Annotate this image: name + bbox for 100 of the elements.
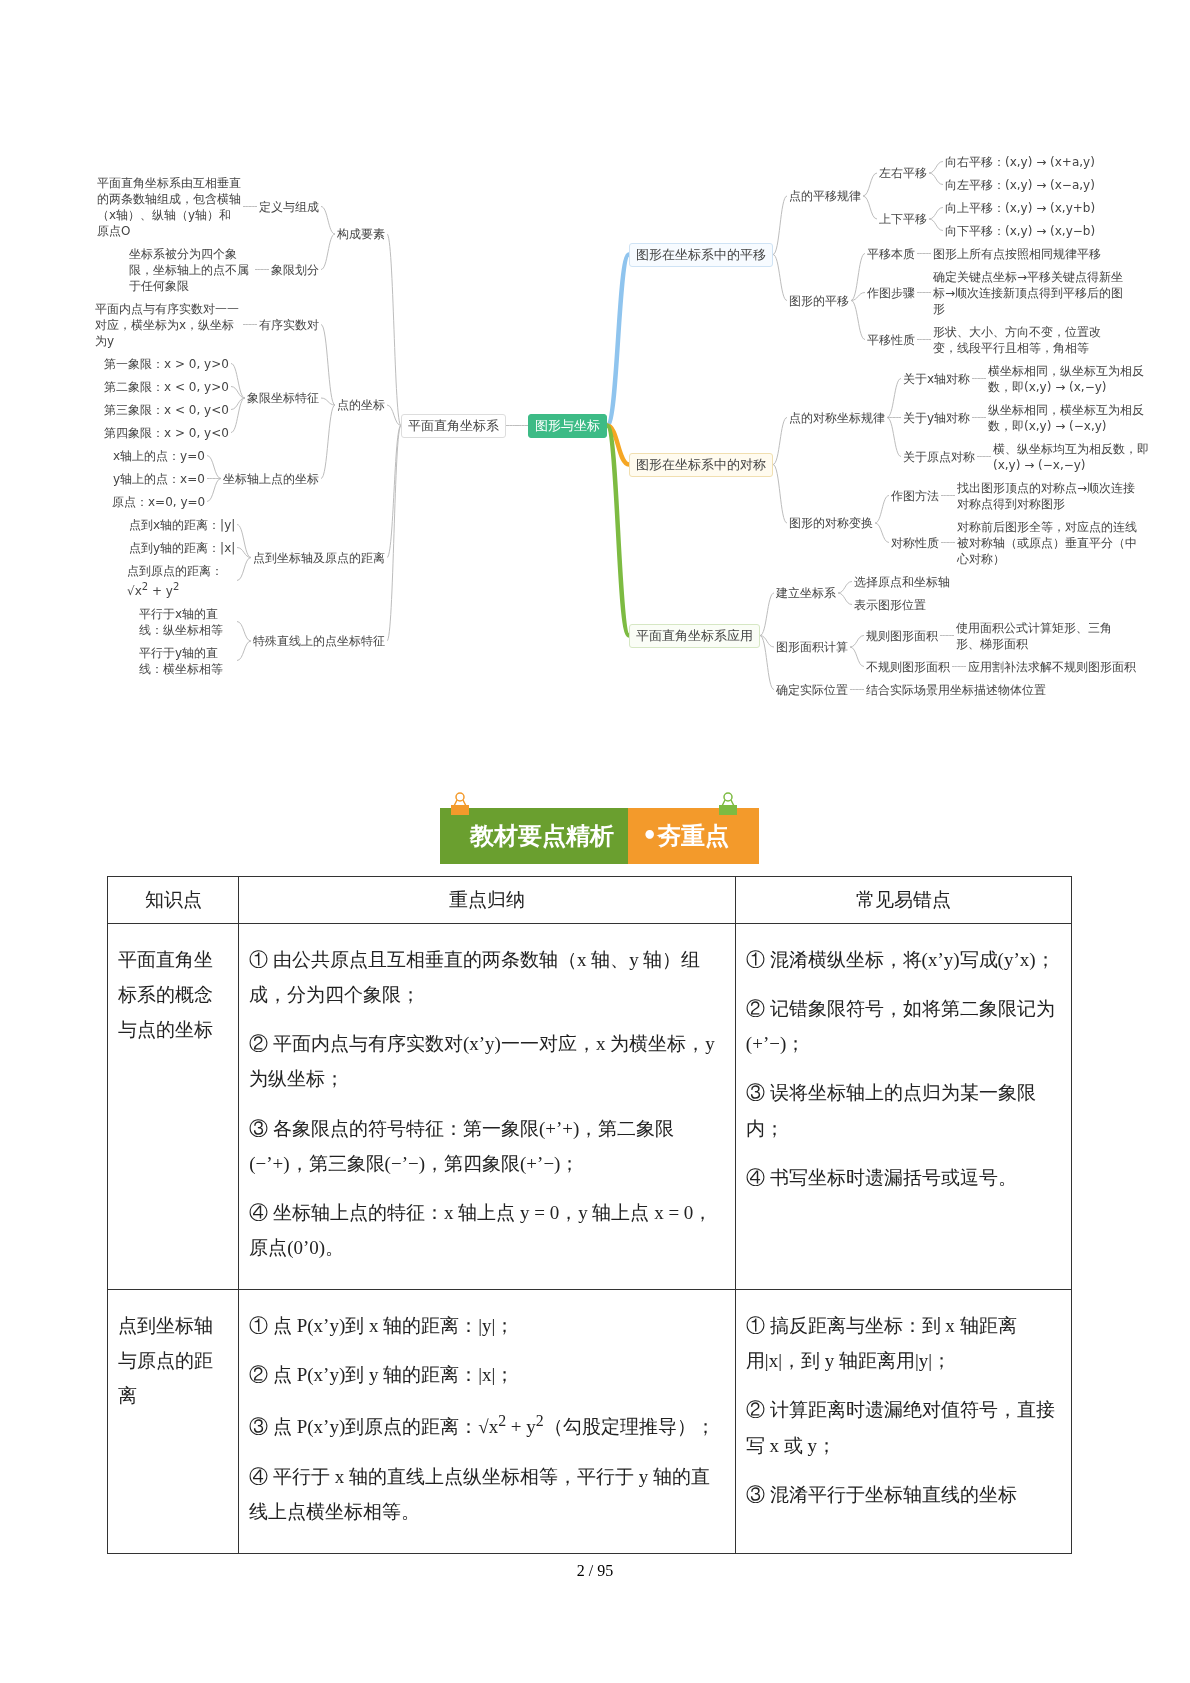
connector-line <box>505 425 529 426</box>
topic-text: 对称前后图形全等，对应点的连线被对称轴（或原点）垂直平分（中心对称） <box>955 517 1145 568</box>
connector-line <box>236 524 252 558</box>
connector-line <box>230 386 246 399</box>
topic-text: 确定实际位置 <box>774 680 850 699</box>
connector-line <box>230 397 246 410</box>
connector-line <box>849 646 865 667</box>
topic-text: 向下平移：(x,y) → (x,y−b) <box>943 221 1098 240</box>
connector-line <box>759 592 775 636</box>
topic-text: 作图方法 <box>889 486 941 505</box>
central-topic: 图形与坐标 <box>528 413 607 438</box>
table-text: ③ 误将坐标轴上的点归为某一象限内； <box>745 1081 1037 1141</box>
topic-text: 点的对称坐标规律 <box>787 408 887 427</box>
column-header: 重点归纳 <box>449 889 525 910</box>
topic-text: 作图步骤 <box>865 283 917 302</box>
connector-line <box>759 635 775 648</box>
branch-topic: 平面直角坐标系应用 <box>629 623 760 648</box>
connector-line <box>862 172 878 197</box>
topic-text: 上下平移 <box>877 210 929 228</box>
connector-line <box>971 378 987 379</box>
connector-line <box>236 621 252 642</box>
topic-text: 向左平移：(x,y) → (x−a,y) <box>943 175 1097 194</box>
topic-text: 象限坐标特征 <box>245 389 321 407</box>
table-text: ① 由公共原点且互相垂直的两条数轴（x 轴、y 轴）组成，分为四个象限； <box>249 948 702 1008</box>
table-text: ③ 各象限点的符号特征：第一象限(+’+)，第二象限(−’+)，第三象限(−’−)，第四象限(+’−)； <box>249 1116 676 1176</box>
topic-text: 第四象限：x > 0, y<0 <box>102 423 231 442</box>
connector-line <box>320 324 336 406</box>
connector-line <box>850 253 866 301</box>
connector-line <box>916 339 932 340</box>
connector-line <box>849 689 865 690</box>
connector-line <box>386 425 402 642</box>
table-text: ① 搞反距离与坐标：到 x 轴距离用|x|，到 y 轴距离用|y|； <box>745 1314 1018 1374</box>
topic-text: 定义与组成 <box>257 197 321 216</box>
connector-line <box>605 253 631 427</box>
topic-text: 第三象限：x < 0, y<0 <box>102 400 231 419</box>
connector-line <box>236 557 252 581</box>
connector-line <box>230 363 246 399</box>
topic-text: 点的坐标 <box>335 396 387 414</box>
connector-line <box>886 417 902 418</box>
topic-text: 特殊直线上的点坐标特征 <box>251 632 387 650</box>
connector-line <box>916 253 932 254</box>
topic-text: 关于原点对称 <box>901 447 977 466</box>
connector-line <box>772 195 788 255</box>
connector-line <box>874 522 890 543</box>
topic-text: 结合实际场景用坐标描述物体位置 <box>864 680 1048 699</box>
connector-line <box>606 423 630 467</box>
topic-text: 图形上所有点按照相同规律平移 <box>931 244 1103 263</box>
topic-text: 点到y轴的距离：|x| <box>127 538 238 557</box>
branch-topic: 图形在坐标系中的对称 <box>629 452 773 477</box>
table-text: ③ 点 P(x’y)到原点的距离：√x$^{2}$ + y$^{2}$（勾股定理推导）； <box>249 1411 716 1440</box>
connector-line <box>951 666 967 667</box>
connector-line <box>386 425 402 558</box>
connector-line <box>837 592 853 605</box>
topic-text: 有序实数对 <box>257 315 321 334</box>
connector-line <box>242 206 258 207</box>
topic-text: 象限划分 <box>269 260 321 279</box>
table-text: ④ 书写坐标时遗漏括号或逗号。 <box>745 1165 1018 1190</box>
topic-text: 原点：x=0, y=0 <box>110 492 208 511</box>
topic-text: 构成要素 <box>335 225 387 243</box>
topic-text: 第一象限：x > 0, y>0 <box>102 354 231 373</box>
topic-text: 点到坐标轴及原点的距离 <box>251 548 387 567</box>
topic-text: 使用面积公式计算矩形、三角形、梯形面积 <box>954 618 1134 653</box>
connector-line <box>928 207 944 220</box>
table-text: ④ 坐标轴上点的特征：x 轴上点 y = 0，y 轴上点 x = 0，原点(0’0)。 <box>249 1200 714 1260</box>
topic-text: 横坐标相同，纵坐标互为相反数，即(x,y) → (x,−y) <box>986 361 1146 396</box>
topic-text: 选择原点和坐标轴 <box>852 572 952 591</box>
topic-text: 向右平移：(x,y) → (x+a,y) <box>943 152 1097 171</box>
connector-line <box>254 269 270 270</box>
topic-text: 规则图形面积 <box>864 626 940 645</box>
table-text: ① 混淆横纵坐标，将(x’y)写成(y’x)； <box>745 948 1056 972</box>
connector-line <box>320 397 336 406</box>
banner-title: •夯重点 <box>628 808 760 864</box>
topic-text: 点到原点的距离：√x$^{2}$ + y$^{2}$ <box>125 561 237 600</box>
connector-line <box>849 635 865 648</box>
connector-line <box>320 206 336 235</box>
connector-line <box>940 542 956 543</box>
topic-text: 向上平移：(x,y) → (x,y+b) <box>943 198 1098 217</box>
connector-line <box>772 417 788 465</box>
topic-text: 图形面积计算 <box>774 638 850 656</box>
topic-text: 左右平移 <box>877 164 929 182</box>
topic-text: y轴上的点：x=0 <box>111 469 207 488</box>
topic-text: 坐标系被分为四个象限，坐标轴上的点不属于任何象限 <box>127 244 255 295</box>
connector-line <box>928 218 944 231</box>
row-header: 点到坐标轴与原点的距离 <box>118 1314 214 1409</box>
connector-line <box>837 581 853 594</box>
topic-text: 表示图形位置 <box>852 595 928 614</box>
connector-line <box>886 378 902 418</box>
topic-text: 点的平移规律 <box>787 187 863 205</box>
topic-text: 平行于y轴的直线：横坐标相等 <box>137 643 237 678</box>
connector-line <box>206 455 222 479</box>
topic-text: 平移本质 <box>865 244 917 263</box>
connector-line <box>759 635 775 690</box>
topic-text: 纵坐标相同，横坐标互为相反数，即(x,y) → (−x,y) <box>986 400 1146 435</box>
topic-text: 图形的对称变换 <box>787 514 875 532</box>
topic-text: 图形的平移 <box>787 291 851 310</box>
connector-line <box>928 161 944 174</box>
topic-text: 平移性质 <box>865 330 917 349</box>
row-header: 平面直角坐标系的概念与点的坐标 <box>118 948 214 1043</box>
connector-line <box>928 172 944 185</box>
column-header: 常见易错点 <box>855 889 951 910</box>
